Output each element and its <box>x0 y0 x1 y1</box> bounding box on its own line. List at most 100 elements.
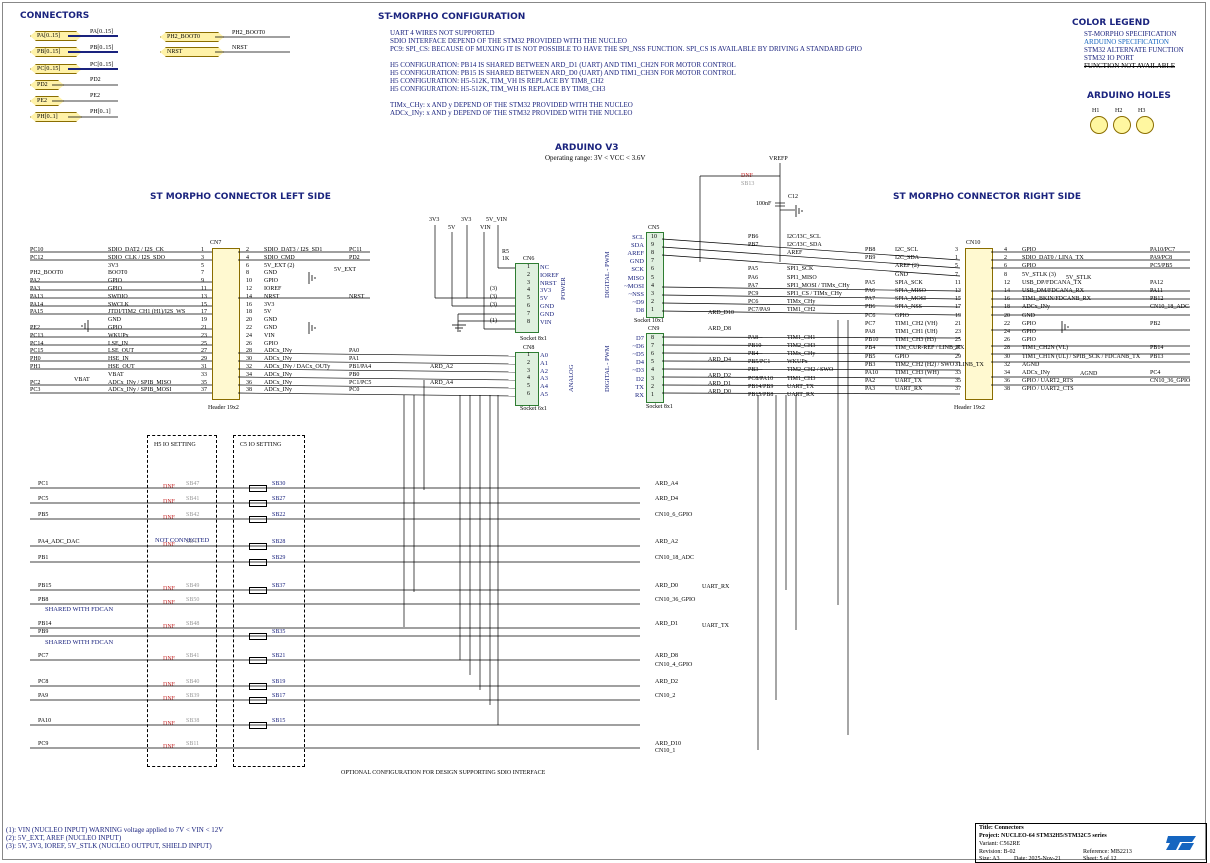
c5-solder-bridge-ref: SB17 <box>272 693 286 699</box>
port-ph2-boot0: PH2_BOOT0 <box>160 32 224 42</box>
cn7-port-right: PB0 <box>349 371 360 378</box>
cn9-port: PB15/PB8 <box>748 391 774 398</box>
cn5-socket-body <box>646 232 664 318</box>
cn7-pin-even: 26 <box>246 340 252 347</box>
cn10-port-left: PA2 <box>865 378 876 385</box>
io-row-port: PB8 <box>38 597 49 603</box>
port-nrst: NRST <box>160 47 224 57</box>
socket-pin-label: A1 <box>540 359 548 367</box>
rail-3v3-a: 3V3 <box>429 217 440 223</box>
cn10-pin-odd: 17 <box>955 304 961 311</box>
uart-rx-label: UART_RX <box>702 584 730 590</box>
io-row-port: PC5 <box>38 496 49 502</box>
cn7-signal-left: ADCx_INy / SPIB_MISO <box>108 379 172 386</box>
c5-solder-bridge-ref: SB37 <box>272 583 286 589</box>
c5-solder-bridge-ref: SB30 <box>272 481 286 487</box>
cn10-signal-left: I2C_SDA <box>895 255 920 262</box>
cn10-port-left: PB10 <box>865 337 879 344</box>
cn10-signal-right: TIM1_BKIN/FDCANB_RX <box>1022 296 1092 303</box>
cn10-port-right: PB12 <box>1150 296 1164 303</box>
title-block-revision: Revision: B-02 <box>979 849 1016 855</box>
cn10-signal-right: USB_DP/FDCANA_TX <box>1022 279 1082 286</box>
cn7-pin-even: 10 <box>246 278 252 285</box>
cn10-signal-left: SPIA_SCK <box>895 279 923 286</box>
cn5-pin-number: 7 <box>651 258 654 265</box>
h5-solder-bridge-ref: SB41 <box>186 653 200 659</box>
socket-pin-number: 2 <box>527 271 530 278</box>
config-line: UART 4 WIRES NOT SUPPORTED <box>390 29 495 37</box>
io-row-port: PC1 <box>38 481 49 487</box>
cn10-pin-odd: 11 <box>955 279 961 286</box>
connectors-title: CONNECTORS <box>20 11 90 21</box>
footnote: (3): 5V, 3V3, IOREF, 5V_STLK (NUCLEO OUT… <box>6 842 212 850</box>
cn10-signal-left: SPIA_NSS <box>895 304 923 311</box>
h5-solder-bridge-ref: SB50 <box>186 597 200 603</box>
port-label-pa: PA[0..15] <box>90 29 114 35</box>
cn10-pin-even: 18 <box>1004 304 1010 311</box>
cn5-footer: Socket 10x1 <box>634 318 664 324</box>
cn10-port-left: PA8 <box>865 329 876 335</box>
cn10-port-right: PB13 <box>1150 353 1164 360</box>
cn10-port-right: PC4 <box>1150 370 1161 376</box>
cn7-signal-left: BOOT0 <box>108 270 128 277</box>
socket-pin-label: A2 <box>540 367 548 375</box>
h5-solder-bridge-ref: SB43 <box>186 539 200 545</box>
cn10-port-right: PB2 <box>1150 320 1161 327</box>
cn9-port: PC8/PA10 <box>748 375 774 382</box>
cn5-function: TIM1_CH2 <box>787 306 816 313</box>
ard-d0-label: ARD_D0 <box>708 389 732 395</box>
cn5-port: PB6 <box>748 234 759 240</box>
cn9-ref: CN9 <box>648 326 660 332</box>
cn5-pin-label: SDA <box>630 242 644 250</box>
cn7-pin-odd: 21 <box>201 325 207 331</box>
config-title: ST-MORPHO CONFIGURATION <box>378 12 526 22</box>
socket-pin-number: 5 <box>527 383 530 390</box>
cn7-signal-left: JTDI/TIM2_CH1 (H1)/I2S_WS <box>108 309 186 316</box>
io-row-port: PC9 <box>38 741 49 747</box>
cn10-signal-left: UART_RX <box>895 386 923 393</box>
cn9-function: WKUPx <box>787 359 808 366</box>
socket-pin-number: 5 <box>527 295 530 302</box>
port-label-pc: PC[0..15] <box>90 62 114 68</box>
cn7-signal-left: GPIO <box>108 325 123 331</box>
title-block-title: Title: Connectors <box>979 825 1024 831</box>
cn10-port-right: PA10/PC7 <box>1150 247 1176 253</box>
cn7-port-right: NRST <box>349 293 365 300</box>
io-row-port: PA9 <box>38 693 49 699</box>
cn7-signal-left: HSE_IN <box>108 356 129 363</box>
cn7-pin-even: 20 <box>246 317 252 324</box>
cn7-port-right: PA0 <box>349 348 360 355</box>
cn7-pin-even: 28 <box>246 348 252 355</box>
socket-pin-label: A4 <box>540 383 548 391</box>
cn10-port-left: PC6 <box>865 312 876 319</box>
c5-io-setting-box <box>233 435 305 767</box>
cn10-port-left: PC7 <box>865 320 876 327</box>
io-row-port: PA4_ADC_DAC <box>38 539 80 545</box>
cn7-pin-even: 14 <box>246 293 252 300</box>
cn7-pin-even: 16 <box>246 301 252 308</box>
cn10-port-left: PA5 <box>865 279 876 286</box>
h5-solder-bridge-ref: SB11 <box>186 741 200 747</box>
hole-label-h1: H1 <box>1092 108 1100 114</box>
cn5-pin-number: 8 <box>651 250 654 257</box>
cn7-signal-right: ADCx_INy / DACx_OUTy <box>264 364 331 370</box>
rail-5v-vin: 5V_VIN <box>486 217 507 223</box>
cn7-signal-right: GND <box>264 325 277 331</box>
socket-pin-label: GND <box>540 310 555 318</box>
cn9-port: PB10 <box>748 343 762 350</box>
cn7-signal-right: GND <box>264 270 277 277</box>
cn7-pin-even: 8 <box>246 270 249 277</box>
port-pc: PC[0..15] <box>30 64 82 74</box>
cn7-signal-right: VIN <box>264 332 275 339</box>
cn10-port-left: PA6 <box>865 288 876 294</box>
socket-pin-number: 1 <box>527 264 530 270</box>
cn10-port-right: CN10_18_ADC <box>1150 304 1190 311</box>
cn5-port: PA6 <box>748 274 759 281</box>
cn7-port-left: PH1 <box>30 364 41 370</box>
io-row-port: PC8 <box>38 679 49 685</box>
c5-solder-bridge-ref: SB15 <box>272 718 286 724</box>
cn7-pin-odd: 5 <box>201 262 204 269</box>
cn7-signal-left: 3V3 <box>108 262 119 269</box>
cn10-pin-odd: 29 <box>955 353 961 360</box>
c12-ref: C12 <box>788 194 799 200</box>
